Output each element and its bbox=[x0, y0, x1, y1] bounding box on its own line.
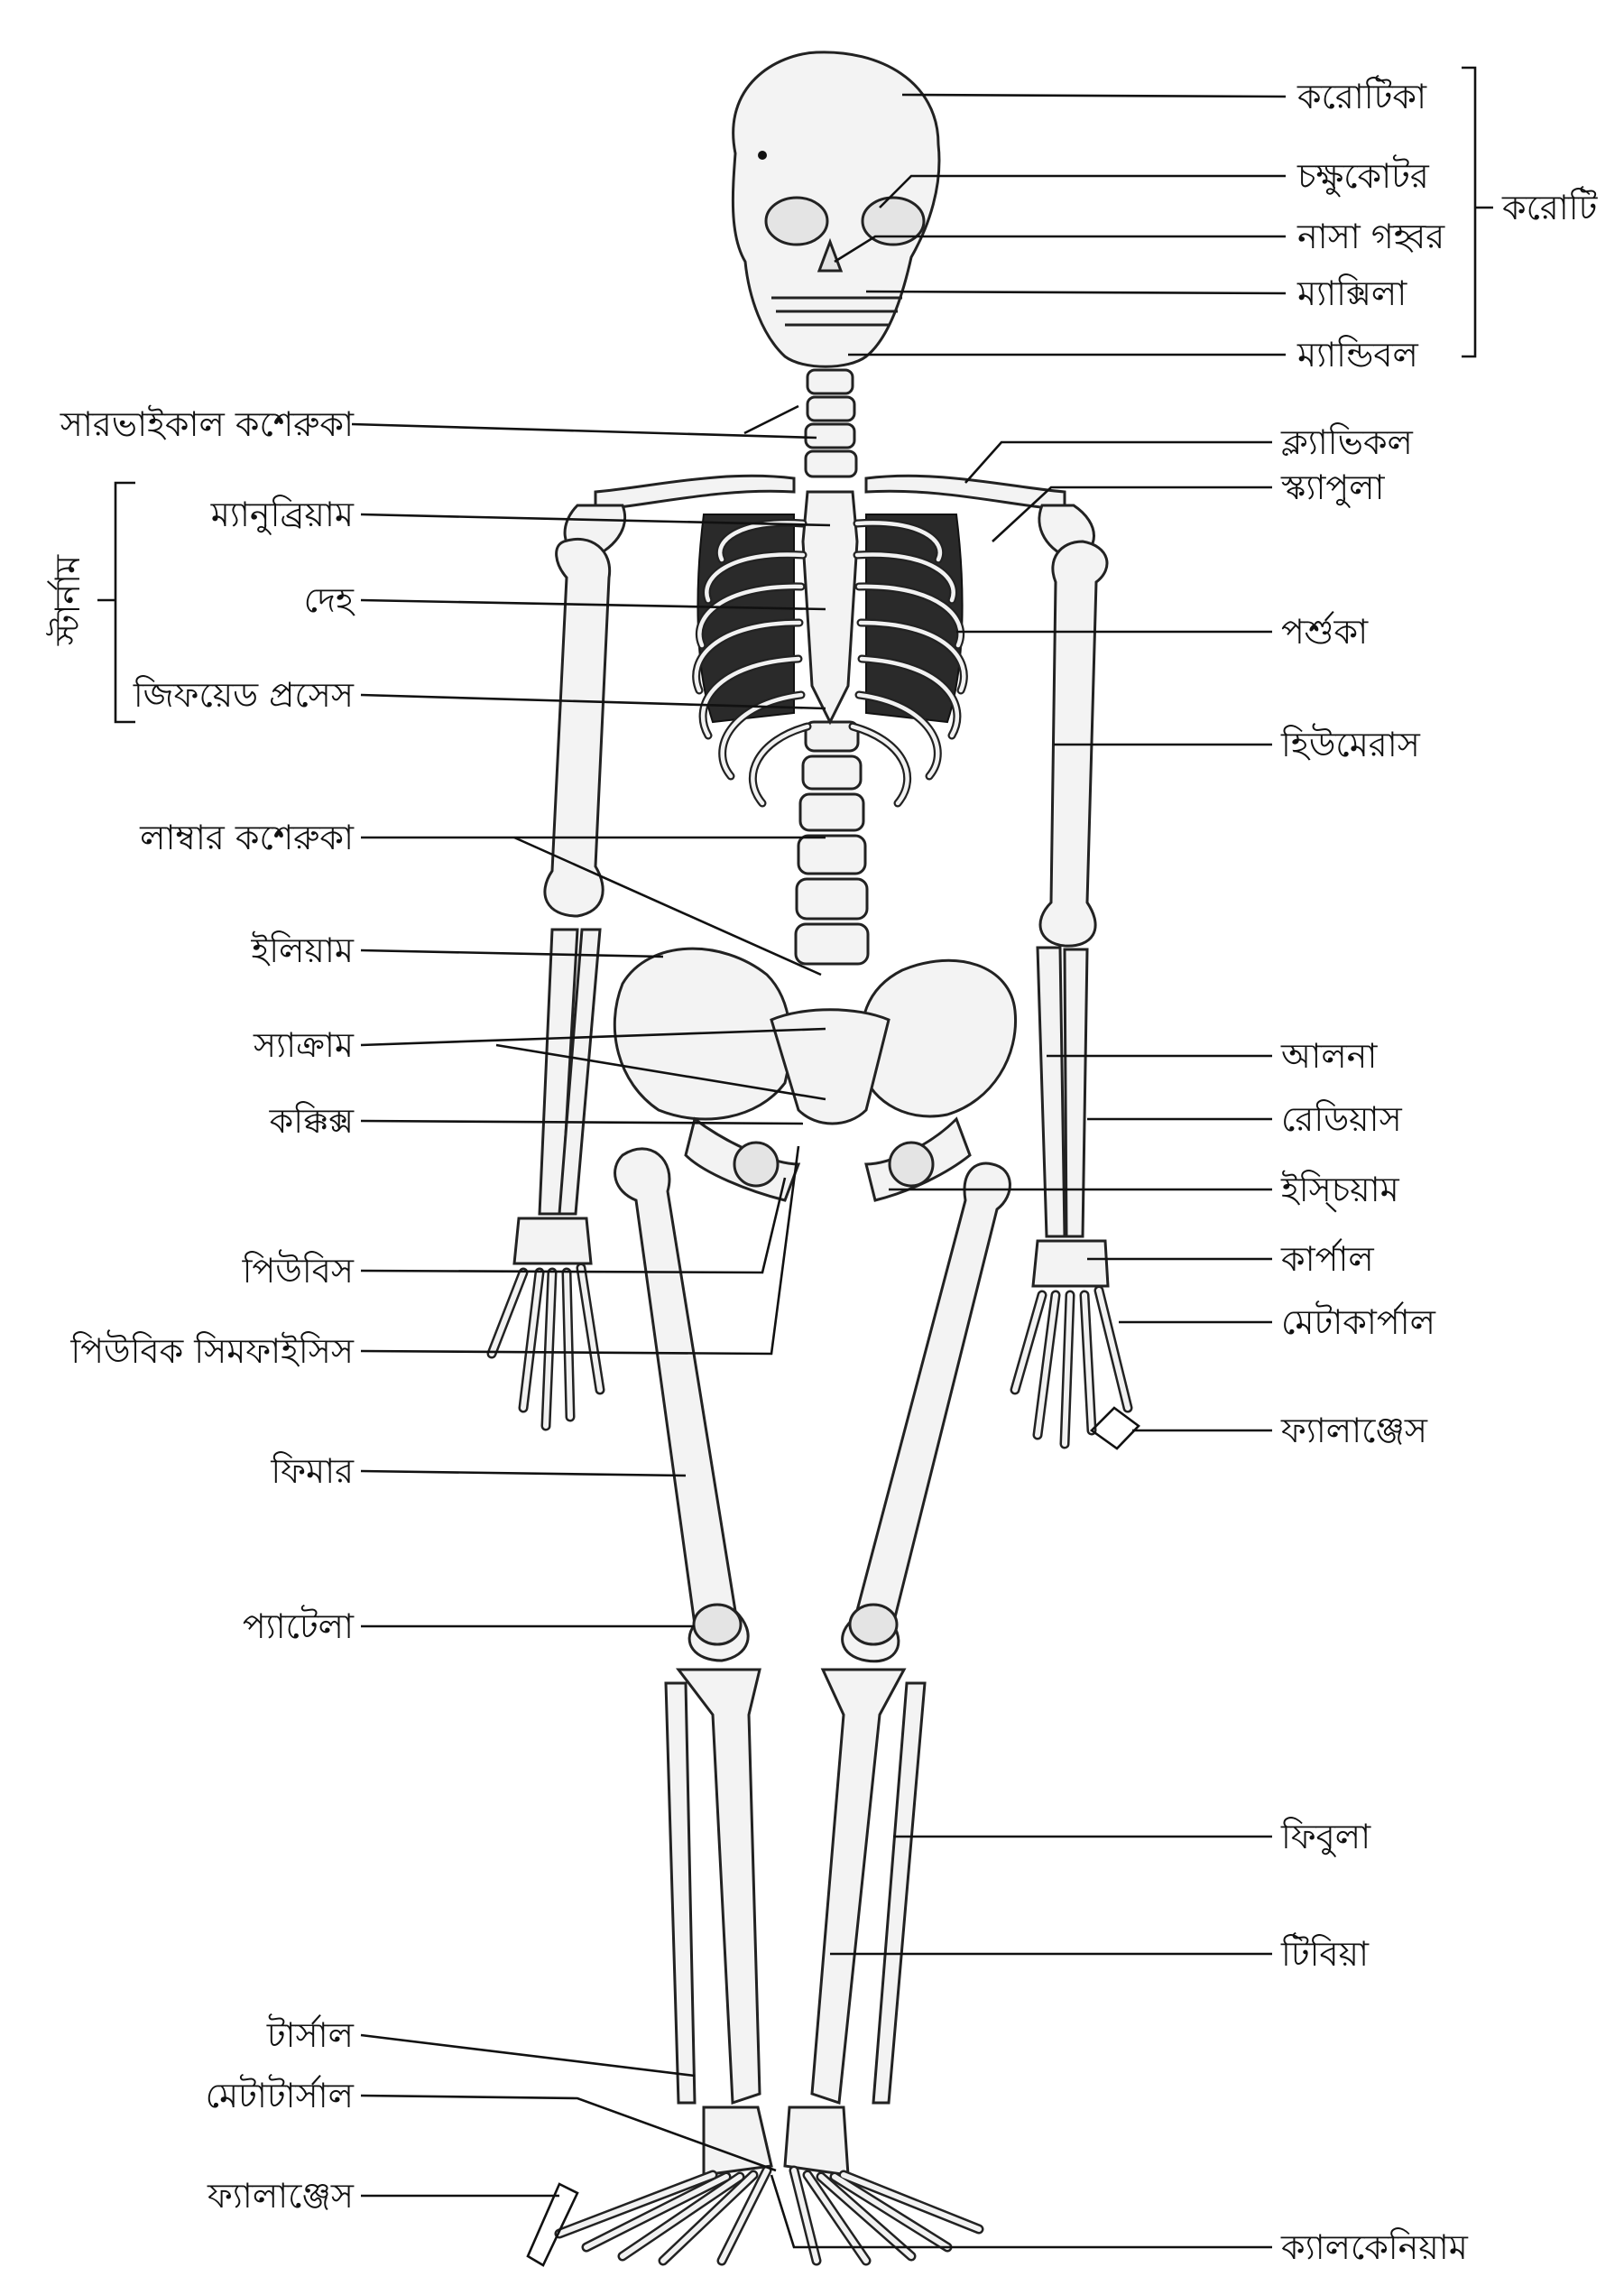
label-patella: প্যাটেলা bbox=[243, 1605, 355, 1646]
legs bbox=[614, 1147, 1011, 2106]
skeleton-figure bbox=[486, 51, 1133, 2266]
label-nasal-cavity: নাসা গহ্বর bbox=[1296, 217, 1445, 256]
label-ilium: ইলিয়াম bbox=[251, 930, 355, 970]
label-femur: ফিমার bbox=[270, 1451, 355, 1491]
label-maxilla: ম্যাক্সিলা bbox=[1296, 273, 1407, 313]
label-foot-phalanges: ফ্যালাঞ্জেস bbox=[207, 2176, 355, 2216]
pelvis bbox=[613, 947, 1018, 1202]
arms bbox=[486, 537, 1133, 1449]
label-carpal: কার্পাল bbox=[1280, 1238, 1374, 1279]
label-calcaneum: ক্যালকেনিয়াম bbox=[1280, 2227, 1469, 2267]
label-mandible: ম্যান্ডিবল bbox=[1296, 335, 1419, 375]
label-cranium-part: করোটিকা bbox=[1296, 75, 1427, 116]
skull bbox=[731, 51, 941, 368]
label-cervical-vertebrae: সারভাইকাল কশেরুকা bbox=[60, 404, 355, 444]
vertebral-column bbox=[794, 368, 870, 966]
label-sacrum: স্যাক্রাম bbox=[253, 1025, 355, 1065]
label-pubis: পিউবিস bbox=[242, 1249, 355, 1291]
label-pubic-symphysis: পিউবিক সিমফাইসিস bbox=[69, 1329, 355, 1371]
label-ribs: পর্শুকা bbox=[1281, 611, 1369, 652]
label-xiphoid: জিফয়েড প্রসেস bbox=[133, 675, 355, 715]
label-tarsal: টার্সাল bbox=[266, 2013, 355, 2055]
label-fibula: ফিবুলা bbox=[1280, 1817, 1371, 1858]
label-coccyx: কক্কিক্স bbox=[269, 1101, 355, 1141]
label-ulna: আলনা bbox=[1280, 1036, 1378, 1076]
label-tibia: টিবিয়া bbox=[1280, 1932, 1370, 1974]
label-group-skull: করোটি bbox=[1501, 186, 1599, 227]
label-group-sternum: স্টার্নাম bbox=[46, 554, 88, 646]
label-clavicle: ক্ল্যাভিকল bbox=[1280, 422, 1414, 462]
label-radius: রেডিয়াস bbox=[1281, 1099, 1403, 1139]
label-humerus: হিউমেরাস bbox=[1280, 723, 1421, 764]
sternum-bracket bbox=[97, 481, 135, 724]
label-metacarpal: মেটাকার্পাল bbox=[1281, 1300, 1436, 1342]
label-body: দেহ bbox=[304, 580, 355, 620]
sternum-bone bbox=[801, 490, 859, 726]
feet bbox=[554, 2106, 984, 2266]
label-scapula: স্ক্যাপুলা bbox=[1280, 467, 1386, 509]
skull-bracket bbox=[1462, 66, 1493, 358]
label-ischium: ইস্চিয়াম bbox=[1280, 1170, 1400, 1212]
label-manubrium: ম্যানুব্রিয়াম bbox=[210, 495, 355, 536]
label-metatarsal: মেটাটার্সাল bbox=[206, 2074, 355, 2115]
leader-lines bbox=[351, 93, 1287, 2267]
label-lumbar-vertebrae: লাম্বার কশেরুকা bbox=[139, 818, 355, 857]
label-hand-phalanges: ফ্যালাঞ্জেস bbox=[1280, 1411, 1428, 1450]
label-orbit: চক্ষুকোটর bbox=[1296, 154, 1430, 198]
